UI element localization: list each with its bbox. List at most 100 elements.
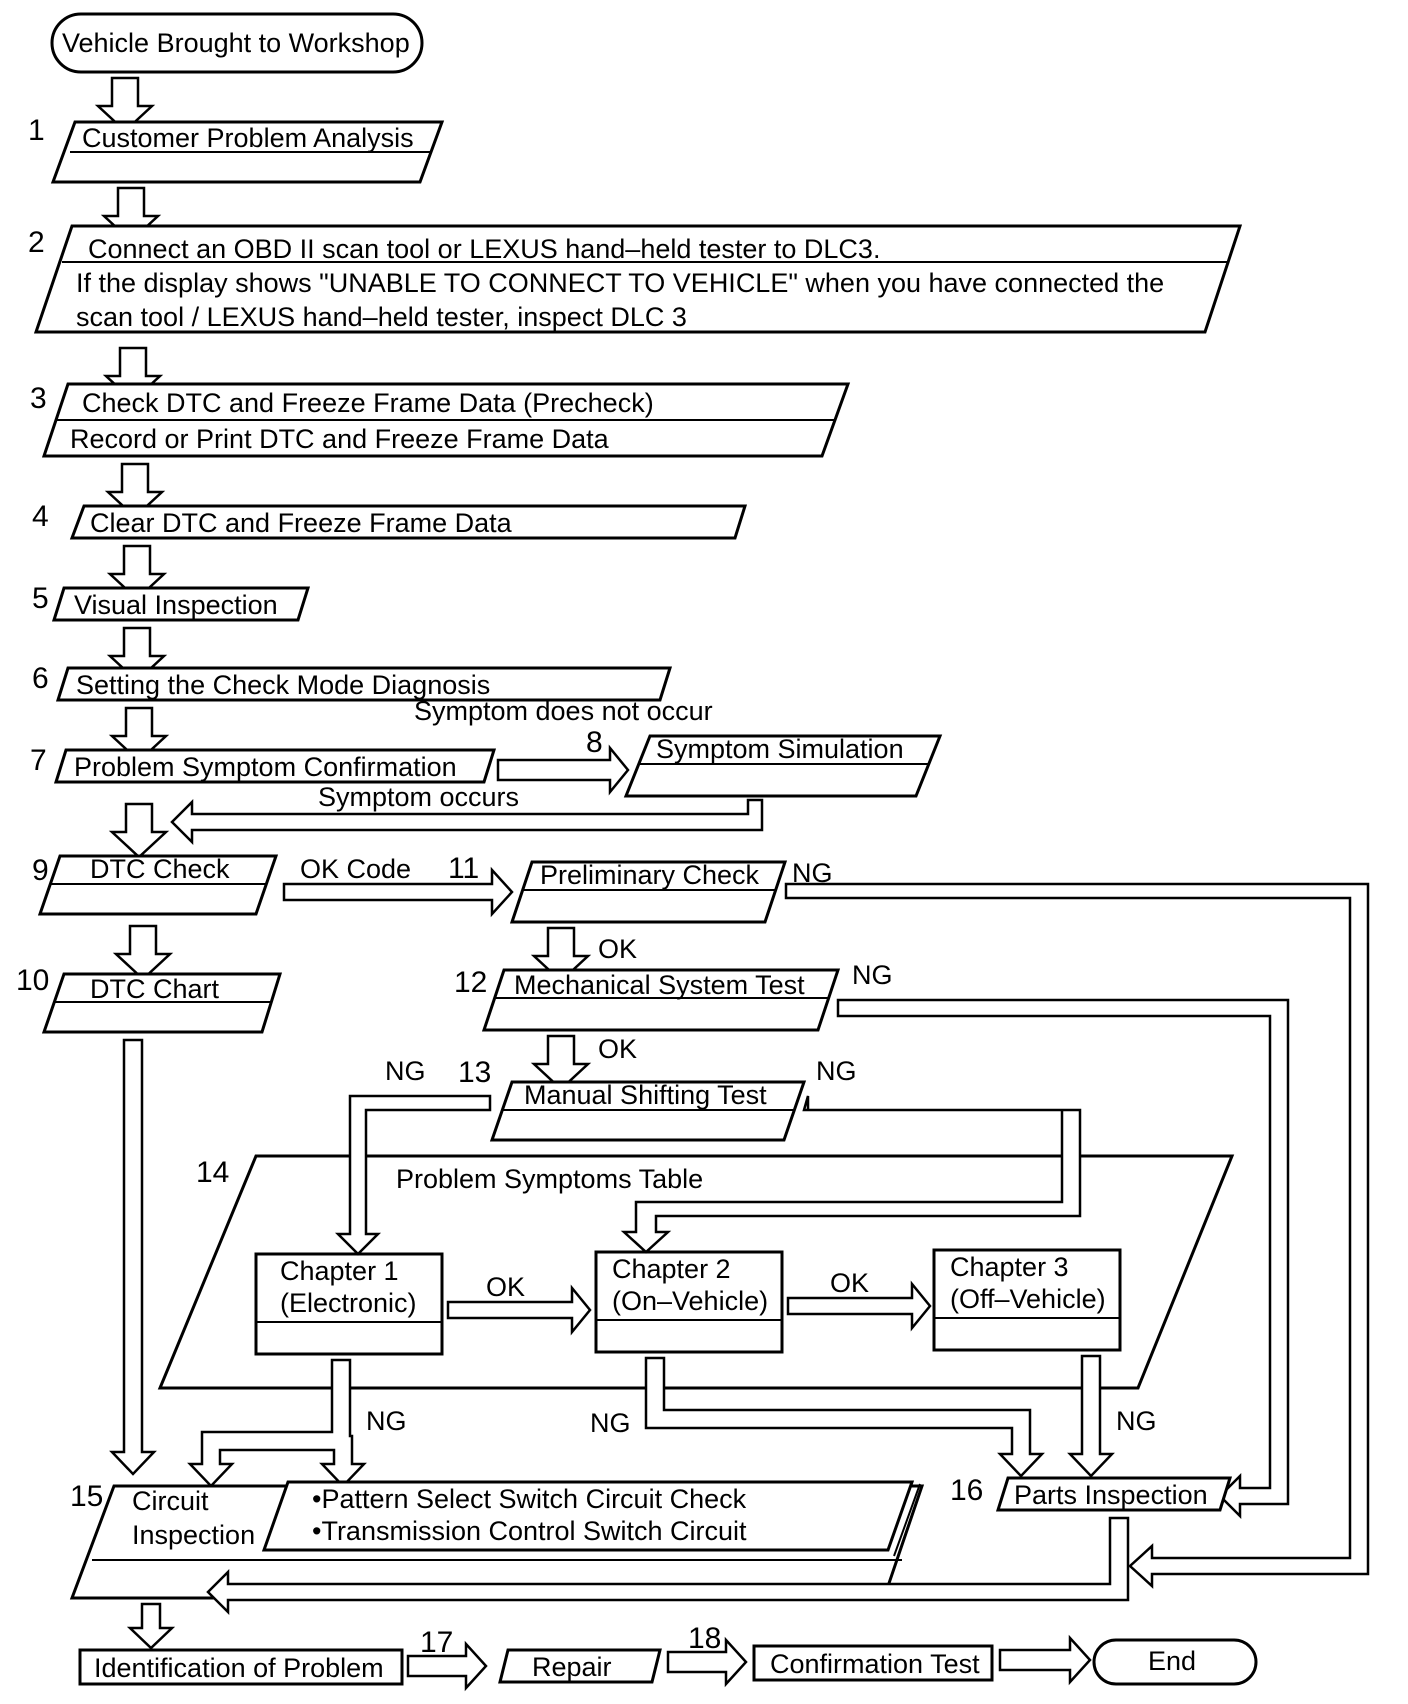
label-ok-c1-c2: OK [486, 1272, 525, 1302]
chapter-3-line-1: Chapter 3 [950, 1252, 1069, 1282]
step-4-label: Clear DTC and Freeze Frame Data [90, 508, 513, 538]
arrow-start-to-1 [94, 76, 156, 133]
step-13-label: Manual Shifting Test [524, 1080, 767, 1110]
step-15-line-1: Circuit [132, 1486, 209, 1516]
arrow-15-to-identification [126, 1602, 176, 1650]
step-1-number: 1 [28, 114, 45, 147]
step-2-line-2: If the display shows "UNABLE TO CONNECT … [76, 268, 1164, 298]
step-5-box [51, 586, 311, 622]
step-7-number: 7 [30, 744, 47, 777]
step-14-number: 14 [196, 1156, 229, 1189]
circuit-items-box [261, 1480, 915, 1552]
arrow-c1-to-c2 [446, 1284, 592, 1336]
arrow-18 [666, 1636, 748, 1688]
arrow-11-ng-loop [784, 882, 1370, 1589]
arrow-8-return [170, 798, 764, 846]
step-8-number: 8 [586, 726, 603, 759]
label-ng-c1: NG [366, 1406, 407, 1436]
step-12-label: Mechanical System Test [514, 970, 805, 1000]
arrow-c2-to-c3 [786, 1280, 932, 1332]
label-ok-12: OK [598, 1034, 637, 1064]
label-ng-c2: NG [590, 1408, 631, 1438]
step-16-label: Parts Inspection [1014, 1480, 1208, 1510]
step-4-number: 4 [32, 500, 49, 533]
repair-label: Repair [532, 1652, 612, 1682]
step-5-label: Visual Inspection [74, 590, 278, 620]
step-5-number: 5 [32, 582, 49, 615]
label-ng-c3: NG [1116, 1406, 1157, 1436]
arrow-10-to-15 [109, 1038, 157, 1476]
label-ng-13-right: NG [816, 1056, 857, 1086]
step-7-box [53, 748, 497, 784]
arrow-to-end [998, 1634, 1092, 1686]
step-4-box [69, 504, 748, 540]
end-terminal [1092, 1638, 1258, 1686]
step-3-number: 3 [30, 382, 47, 415]
step-15-number: 15 [70, 1480, 103, 1513]
label-ng-13-left: NG [385, 1056, 426, 1086]
identification-label: Identification of Problem [94, 1653, 384, 1683]
confirmation-test-box [752, 1644, 994, 1682]
step-13-number: 13 [458, 1056, 491, 1089]
step-17-number: 17 [420, 1626, 453, 1659]
start-terminal [50, 12, 424, 74]
label-symptom-occurs: Symptom occurs [318, 782, 519, 812]
circuit-item-1: •Pattern Select Switch Circuit Check [312, 1484, 747, 1514]
step-1-label: Customer Problem Analysis [82, 123, 414, 153]
chapter-2-line-1: Chapter 2 [612, 1254, 731, 1284]
step-6-label: Setting the Check Mode Diagnosis [76, 670, 490, 700]
step-2-line-1: Connect an OBD II scan tool or LEXUS han… [88, 234, 880, 264]
step-2-number: 2 [28, 226, 45, 259]
arrow-16-to-identification [206, 1516, 1130, 1616]
label-ok-11: OK [598, 934, 637, 964]
step-8-label: Symptom Simulation [656, 734, 904, 764]
chapter-1-line-2: (Electronic) [280, 1288, 417, 1318]
confirmation-test-label: Confirmation Test [770, 1649, 980, 1679]
arrow-12-ng-to-16 [836, 998, 1290, 1520]
step-11-label: Preliminary Check [540, 860, 760, 890]
step-15-line-2: Inspection [132, 1520, 255, 1550]
arrow-12-to-13 [530, 1034, 592, 1091]
arrow-17 [406, 1640, 488, 1692]
step-2-line-3: scan tool / LEXUS hand–held tester, insp… [76, 302, 687, 332]
chapter-2-line-2: (On–Vehicle) [612, 1286, 768, 1316]
chapter-3-line-2: (Off–Vehicle) [950, 1284, 1106, 1314]
arrow-c2-ng-to-16 [644, 1356, 1045, 1478]
label-symptom-not-occur: Symptom does not occur [414, 696, 713, 726]
step-6-box [55, 666, 673, 702]
identification-box [78, 1648, 404, 1686]
label-ok-c2-c3: OK [830, 1268, 869, 1298]
label-ok-code: OK Code [300, 854, 411, 884]
step-18-number: 18 [688, 1622, 721, 1655]
arrow-c1-ng-to-15 [187, 1358, 367, 1488]
step-10-label: DTC Chart [90, 974, 220, 1004]
step-7-label: Problem Symptom Confirmation [74, 752, 457, 782]
arrow-9-to-11 [282, 866, 514, 918]
arrow-7-to-8 [496, 744, 630, 796]
step-3-line-1: Check DTC and Freeze Frame Data (Prechec… [82, 388, 654, 418]
arrow-7-to-9 [108, 802, 170, 859]
arrow-13-ng-to-c2 [620, 1095, 1082, 1254]
arrow-9-to-10 [112, 924, 174, 981]
chapter-2-box: Chapter 2 (On–Vehicle) [594, 1250, 784, 1354]
chapter-1-box: Chapter 1 (Electronic) [254, 1252, 444, 1356]
step-3-line-2: Record or Print DTC and Freeze Frame Dat… [70, 424, 610, 454]
repair-box [498, 1648, 662, 1684]
step-6-number: 6 [32, 662, 49, 695]
arrow-13-ng-to-c1 [334, 1094, 492, 1256]
step-11-number: 11 [448, 852, 479, 885]
step-12-number: 12 [454, 966, 487, 999]
circuit-item-2: •Transmission Control Switch Circuit [312, 1516, 747, 1546]
step-12-box [481, 968, 841, 1032]
step-14-label: Problem Symptoms Table [396, 1164, 703, 1194]
step-9-number: 9 [32, 854, 49, 887]
step-16-number: 16 [950, 1474, 983, 1507]
step-2-box [33, 224, 1243, 334]
step-9-label: DTC Check [90, 854, 230, 884]
arrow-c3-ng-to-16 [1067, 1354, 1115, 1478]
chapter-3-box: Chapter 3 (Off–Vehicle) [932, 1248, 1122, 1352]
step-10-number: 10 [16, 964, 49, 997]
step-11-box [509, 860, 788, 924]
chapter-1-line-1: Chapter 1 [280, 1256, 399, 1286]
